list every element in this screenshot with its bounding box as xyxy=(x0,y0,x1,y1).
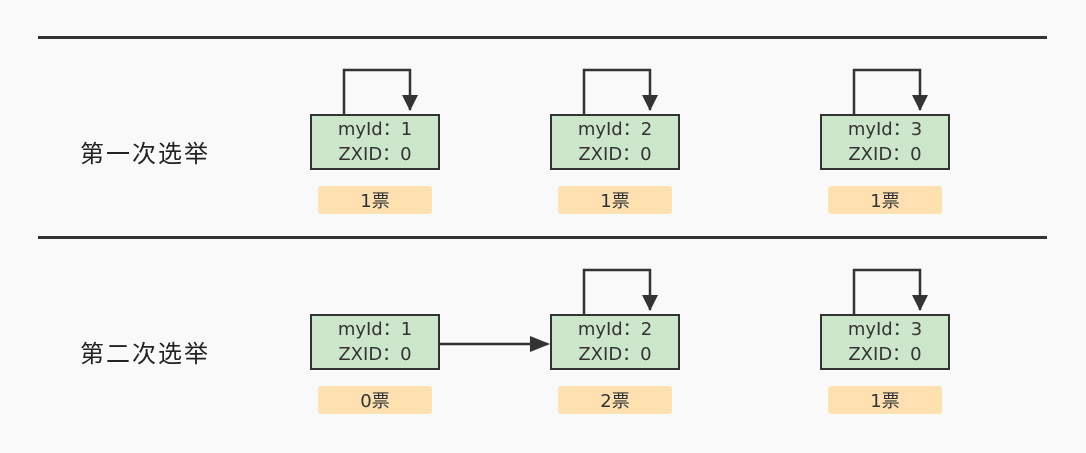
round-2-label: 第二次选举 xyxy=(80,340,210,368)
node-myid: myId：3 xyxy=(847,119,923,140)
round2-node1-vote-count: 0票 xyxy=(318,386,432,414)
node-zxid: ZXID：0 xyxy=(848,144,922,165)
node-myid: myId：1 xyxy=(337,319,413,340)
node-myid: myId：2 xyxy=(577,119,653,140)
round-1-label: 第一次选举 xyxy=(80,140,210,168)
node-zxid: ZXID：0 xyxy=(848,344,922,365)
round1-node1-self-vote-arrow xyxy=(342,68,418,114)
round2-node3-vote-count: 1票 xyxy=(828,386,942,414)
middle-divider xyxy=(38,236,1047,239)
round1-node-2: myId：2 ZXID：0 xyxy=(550,114,680,170)
round2-node-3: myId：3 ZXID：0 xyxy=(820,314,950,370)
round2-node2-vote-count: 2票 xyxy=(558,386,672,414)
round2-node3-self-vote-arrow xyxy=(852,268,928,314)
node-zxid: ZXID：0 xyxy=(338,344,412,365)
round1-node2-self-vote-arrow xyxy=(582,68,658,114)
round2-node-1: myId：1 ZXID：0 xyxy=(310,314,440,370)
top-divider xyxy=(38,36,1047,39)
node-zxid: ZXID：0 xyxy=(578,344,652,365)
round1-node3-self-vote-arrow xyxy=(852,68,928,114)
round1-node-1: myId：1 ZXID：0 xyxy=(310,114,440,170)
round2-node1-to-node2-arrowhead xyxy=(530,336,550,352)
round1-node3-vote-count: 1票 xyxy=(828,186,942,214)
node-myid: myId：2 xyxy=(577,319,653,340)
round2-node2-self-vote-arrow xyxy=(582,268,658,314)
round1-node-3: myId：3 ZXID：0 xyxy=(820,114,950,170)
round1-node1-vote-count: 1票 xyxy=(318,186,432,214)
round1-node2-vote-count: 1票 xyxy=(558,186,672,214)
node-zxid: ZXID：0 xyxy=(338,144,412,165)
node-myid: myId：3 xyxy=(847,319,923,340)
round2-node-2: myId：2 ZXID：0 xyxy=(550,314,680,370)
node-myid: myId：1 xyxy=(337,119,413,140)
node-zxid: ZXID：0 xyxy=(578,144,652,165)
